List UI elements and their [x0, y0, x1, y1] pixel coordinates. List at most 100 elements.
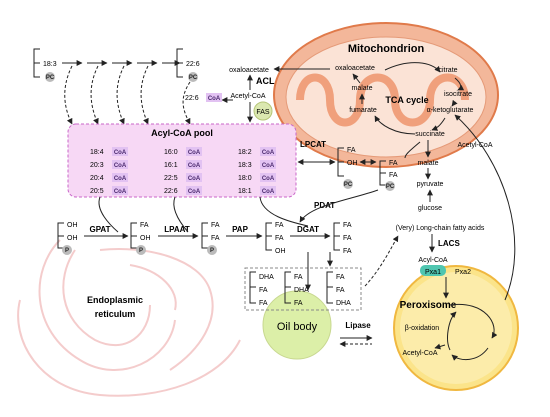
tca-isocitrate: isocitrate	[444, 91, 472, 98]
er-label-line2: reticulum	[95, 309, 136, 319]
elongation-end-lipid: 22:6 PC	[176, 48, 200, 82]
lpc-pc-head: PC	[344, 182, 353, 188]
g3p-phosphate: P	[65, 248, 69, 254]
lpaat-enzyme: LPAAT	[164, 225, 190, 234]
acyl-pool-species: 20:3	[90, 162, 104, 169]
tag-lipid: FA FA FA	[333, 222, 352, 255]
coa-tag	[260, 173, 276, 182]
coa-tag	[186, 173, 202, 182]
tag-fa-1: FA	[343, 222, 352, 229]
coa-tag-label: CoA	[188, 150, 201, 156]
pc-lipid: FA FA PC	[379, 160, 398, 191]
pa-fa-1: FA	[211, 222, 220, 229]
acyl-pool-species: 22:6	[164, 188, 178, 195]
start-fa-label: 18:3	[43, 61, 57, 68]
peroxisome-title: Peroxisome	[400, 300, 457, 311]
tag2-fa-2: FA	[294, 300, 303, 307]
oil-body: Oil body	[262, 290, 332, 360]
coa-tag-label: CoA	[114, 150, 127, 156]
start-pc-head: PC	[46, 75, 55, 81]
tag-species-1: DHA FA FA	[249, 271, 274, 307]
coa-tag	[186, 160, 202, 169]
cyto-glucose: glucose	[418, 205, 442, 212]
er-label-line1: Endoplasmic	[87, 295, 143, 305]
dag-oh: OH	[275, 248, 286, 255]
cyto-22-6-coa: CoA	[208, 96, 221, 102]
acyl-pool-species: 18:1	[238, 188, 252, 195]
oil-body-label: Oil body	[277, 321, 318, 333]
pxa1-label: Pxa1	[425, 269, 441, 276]
tca-cycle-label: TCA cycle	[385, 95, 428, 105]
tca-cycle-arrows	[352, 62, 465, 135]
cyto-acyl-coa: Acyl-CoA	[418, 257, 448, 264]
pap-enzyme: PAP	[232, 225, 249, 234]
acyl-pool-title: Acyl-CoA pool	[151, 128, 213, 138]
peroxisome	[393, 265, 519, 391]
coa-tag-label: CoA	[262, 189, 275, 195]
pc-fa-1: FA	[389, 160, 398, 167]
lacs-enzyme: LACS	[438, 239, 460, 248]
coa-tag-label: CoA	[114, 163, 127, 169]
dag-fa-2: FA	[275, 235, 284, 242]
gpat-enzyme: GPAT	[89, 225, 110, 234]
dag-lipid: FA FA OH	[265, 222, 286, 255]
tca-alpha-ketoglutarate: α-ketoglutarate	[427, 107, 474, 114]
malate-pyruvate-arrows	[404, 140, 433, 202]
tca-succinate: succinate	[415, 131, 445, 138]
tag1-fa-2: FA	[259, 300, 268, 307]
coa-tag-label: CoA	[262, 150, 275, 156]
pc-fa-2: FA	[389, 172, 398, 179]
coa-tag	[260, 147, 276, 156]
cyto-22-6: 22:6	[185, 95, 199, 102]
beta-oxidation-label: β-oxidation	[405, 325, 439, 332]
coa-tag-label: CoA	[114, 189, 127, 195]
coa-tag-label: CoA	[114, 176, 127, 182]
g3p-lipid: OH OH P	[57, 222, 78, 255]
tag2-dha: DHA	[294, 287, 309, 294]
tag3-fa-2: FA	[336, 287, 345, 294]
acyl-pool-species: 18:3	[238, 162, 252, 169]
coa-tag	[186, 147, 202, 156]
dgat-enzyme: DGAT	[297, 225, 319, 234]
acyl-pool-species: 16:1	[164, 162, 178, 169]
tag2-fa-1: FA	[294, 274, 303, 281]
beta-oxidation-cycle	[434, 277, 498, 361]
acyl-pool-species: 18:2	[238, 149, 252, 156]
tca-oxaloacetate: oxaloacetate	[335, 65, 375, 72]
coa-tag-label: CoA	[262, 163, 275, 169]
coa-tag	[112, 160, 128, 169]
cyto-malate: malate	[417, 160, 438, 167]
tag-fa-2: FA	[343, 235, 352, 242]
fas-enzyme: FAS	[256, 109, 270, 116]
acyl-pool-species: 16:0	[164, 149, 178, 156]
lcfa-label: (Very) Long-chain fatty acids	[396, 225, 485, 232]
lpc-lipid: FA OH PC	[337, 147, 358, 189]
acyl-pool-species: 22:5	[164, 175, 178, 182]
coa-tag	[112, 186, 128, 195]
elongation-arrows	[62, 60, 191, 125]
pxa-transporters: Pxa1 Pxa2	[420, 265, 471, 276]
lpc-oh: OH	[347, 160, 358, 167]
tag-fa-3: FA	[343, 248, 352, 255]
elongation-start-lipid: 18:3 PC	[33, 48, 57, 82]
pxa2-label: Pxa2	[455, 269, 471, 276]
tag-species-box	[244, 267, 362, 311]
tag3-fa-1: FA	[336, 274, 345, 281]
pa-lipid: FA FA P	[201, 222, 220, 255]
tag1-fa-1: FA	[259, 287, 268, 294]
cyto-oxaloacetate: oxaloacetate	[229, 67, 269, 74]
g3p-oh-1: OH	[67, 222, 78, 229]
tca-citrate: citrate	[438, 67, 457, 74]
coa-tag	[112, 147, 128, 156]
coa-tag	[260, 160, 276, 169]
acyl-pool-species: 18:4	[90, 149, 104, 156]
lpcat-enzyme: LPCAT	[300, 140, 326, 149]
pa-phosphate: P	[210, 248, 214, 254]
pa-fa-2: FA	[211, 235, 220, 242]
mito-acetyl-coa: Acetyl-CoA	[457, 142, 492, 149]
mitochondrion-title: Mitochondrion	[348, 43, 425, 55]
g3p-oh-2: OH	[67, 235, 78, 242]
tag1-dha: DHA	[259, 274, 274, 281]
